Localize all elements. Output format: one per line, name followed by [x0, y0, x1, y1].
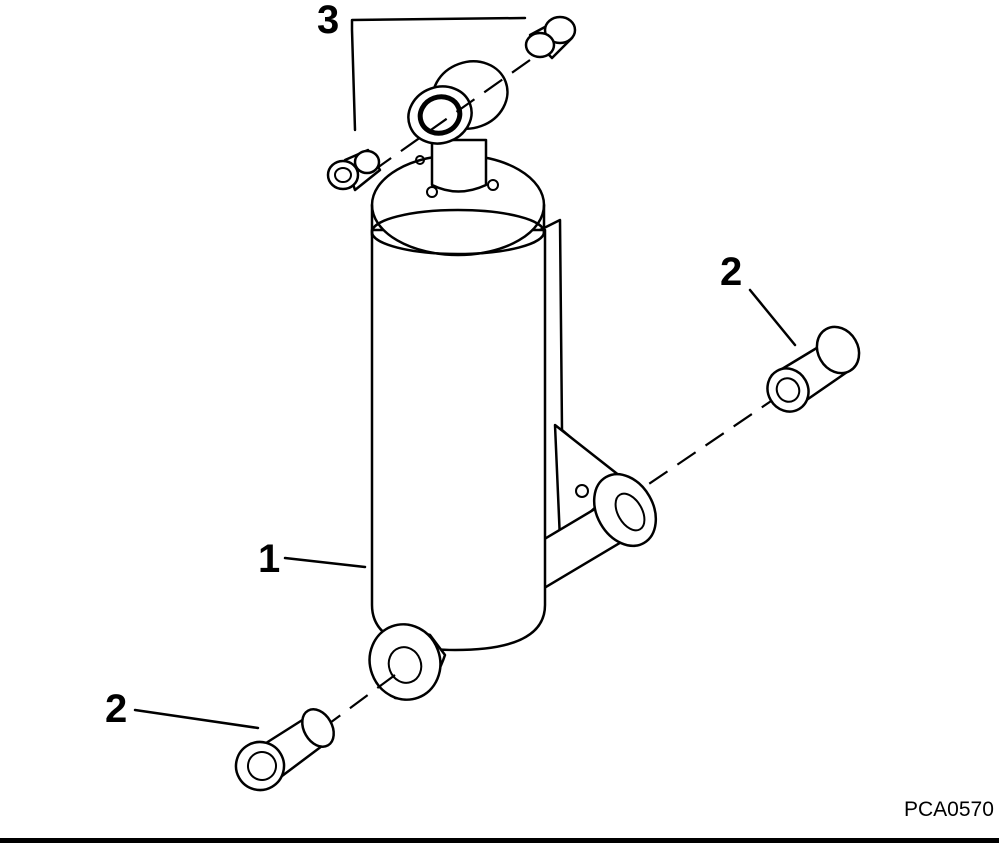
axis-top — [359, 59, 531, 181]
bushing-left — [234, 708, 335, 792]
hydraulic-cylinder — [370, 138, 547, 652]
callout-3: 3 — [317, 0, 339, 42]
callout-2-right: 2 — [720, 250, 742, 294]
figure-id: PCA0570 — [904, 798, 994, 821]
leader-3 — [350, 16, 527, 132]
callout-1: 1 — [258, 537, 280, 581]
bushing-top-left — [326, 148, 382, 192]
leader-1 — [283, 556, 367, 569]
bushing-right — [766, 325, 861, 413]
callout-2-left: 2 — [105, 687, 127, 731]
bottom-rule — [0, 838, 999, 843]
rod-eye — [407, 60, 509, 145]
leader-2-right — [748, 288, 797, 347]
axis-right — [639, 394, 781, 491]
bushing-top-right — [524, 15, 577, 60]
axis-bottom — [299, 674, 396, 746]
leader-2-left — [133, 708, 260, 730]
